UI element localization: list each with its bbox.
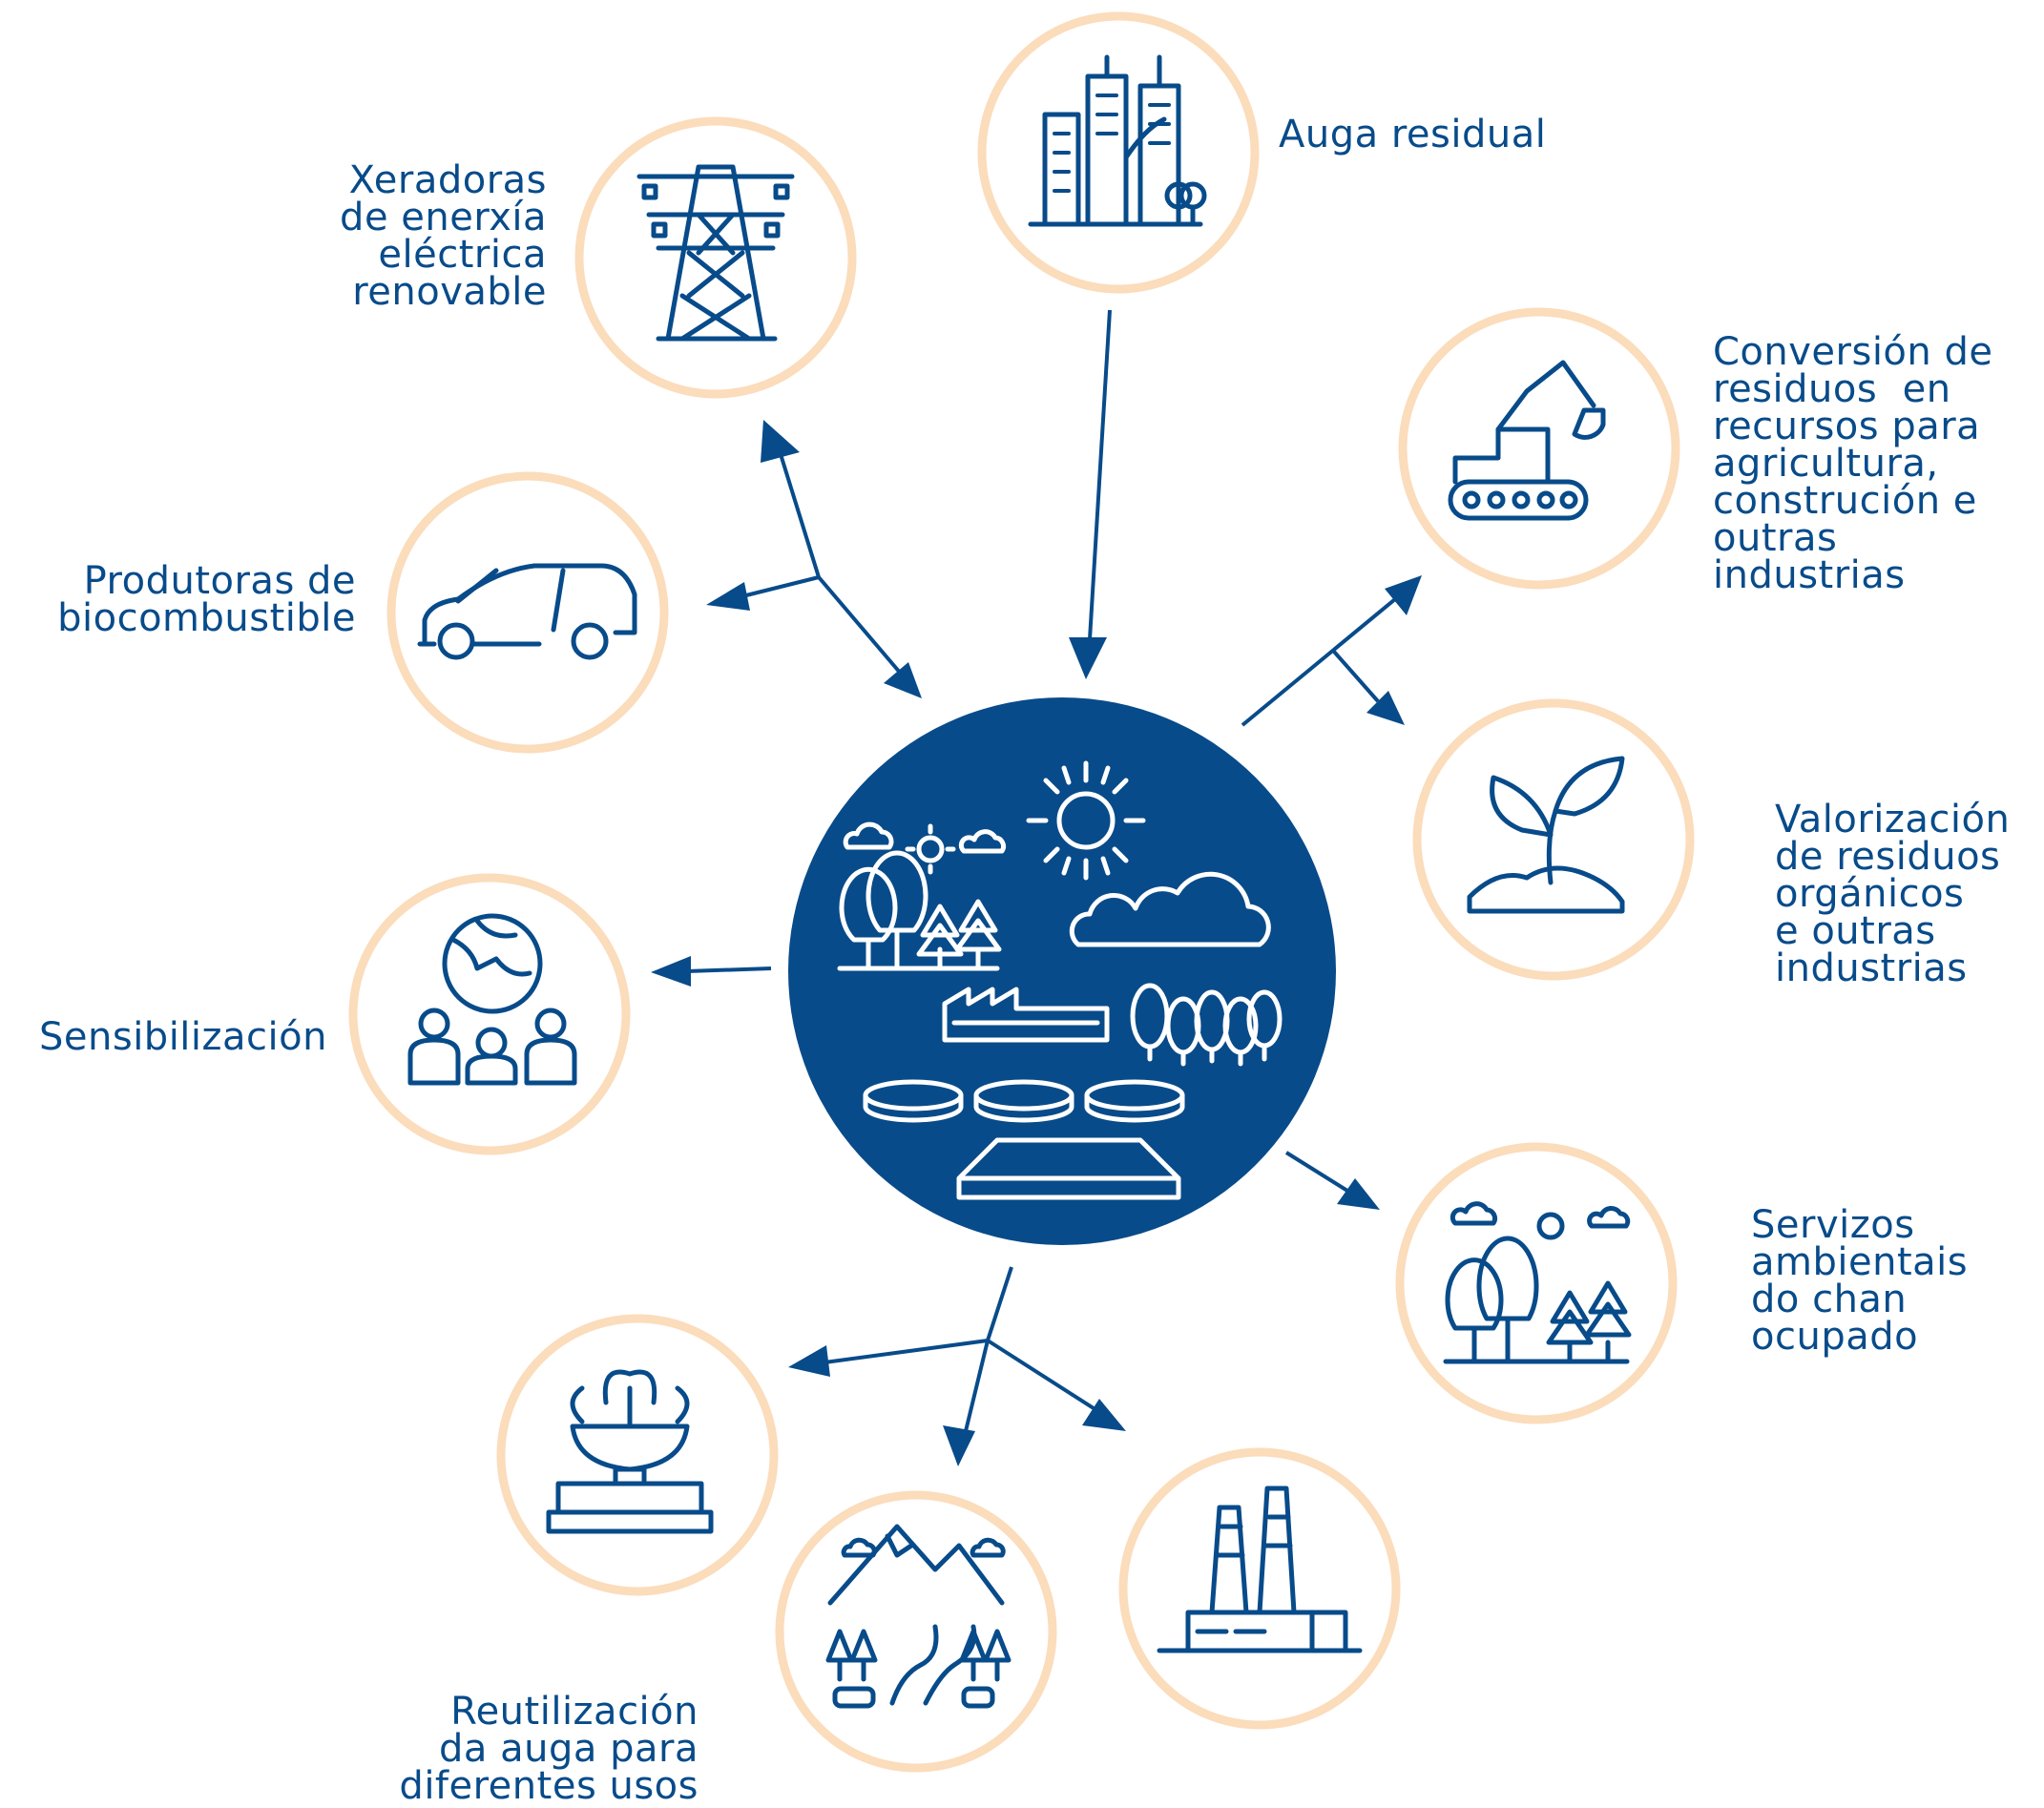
arrow-branch-resources bbox=[1241, 575, 1422, 727]
label-xeradoras: Xeradoras de enerxía eléctrica renovable bbox=[340, 158, 547, 314]
node-factory bbox=[1118, 1447, 1401, 1730]
forest-landscape-icon bbox=[1443, 1201, 1632, 1364]
node-reutilizacion bbox=[496, 1314, 779, 1596]
node-river bbox=[775, 1490, 1057, 1773]
node-produtoras bbox=[386, 471, 669, 754]
label-reutilizacion: Reutilización da auga para diferentes us… bbox=[399, 1690, 699, 1808]
node-sensibilizacion bbox=[348, 873, 631, 1155]
arrow-hub-to-sensibilizacion bbox=[651, 956, 772, 987]
excavator-icon bbox=[1448, 360, 1606, 521]
label-produtoras: Produtoras de biocombustible bbox=[57, 559, 356, 640]
mountain-river-icon bbox=[825, 1524, 1012, 1709]
node-xeradoras bbox=[574, 116, 857, 399]
arrows bbox=[651, 309, 1422, 1466]
wastewater-treatment-landscape-icon bbox=[837, 760, 1283, 1200]
label-servizos: Servizos ambientais do chan ocupado bbox=[1751, 1203, 1969, 1359]
hub-treatment-plant bbox=[788, 697, 1336, 1245]
label-auga-residual: Auga residual bbox=[1279, 113, 1547, 156]
node-valorizacion bbox=[1412, 698, 1695, 981]
arrow-branch-energy bbox=[706, 420, 922, 698]
label-conversion: Conversión de residuos en recursos para … bbox=[1713, 330, 1993, 597]
city-buildings-icon bbox=[1028, 54, 1207, 227]
node-servizos bbox=[1395, 1142, 1678, 1424]
arrow-hub-to-servizos bbox=[1284, 1151, 1380, 1210]
people-globe-icon bbox=[407, 913, 577, 1086]
fountain-icon bbox=[546, 1369, 714, 1534]
node-auga-residual bbox=[977, 11, 1260, 294]
car-icon bbox=[417, 563, 637, 660]
node-conversion bbox=[1398, 307, 1680, 590]
power-tower-icon bbox=[636, 164, 795, 342]
plant-sprout-icon bbox=[1467, 756, 1625, 914]
factory-icon bbox=[1157, 1486, 1363, 1653]
arrow-auga-to-hub bbox=[1069, 309, 1112, 679]
arrow-branch-reuse bbox=[788, 1266, 1126, 1466]
label-sensibilizacion: Sensibilización bbox=[39, 1015, 327, 1059]
label-valorizacion: Valorización de residuos orgánicos e out… bbox=[1775, 798, 2011, 990]
